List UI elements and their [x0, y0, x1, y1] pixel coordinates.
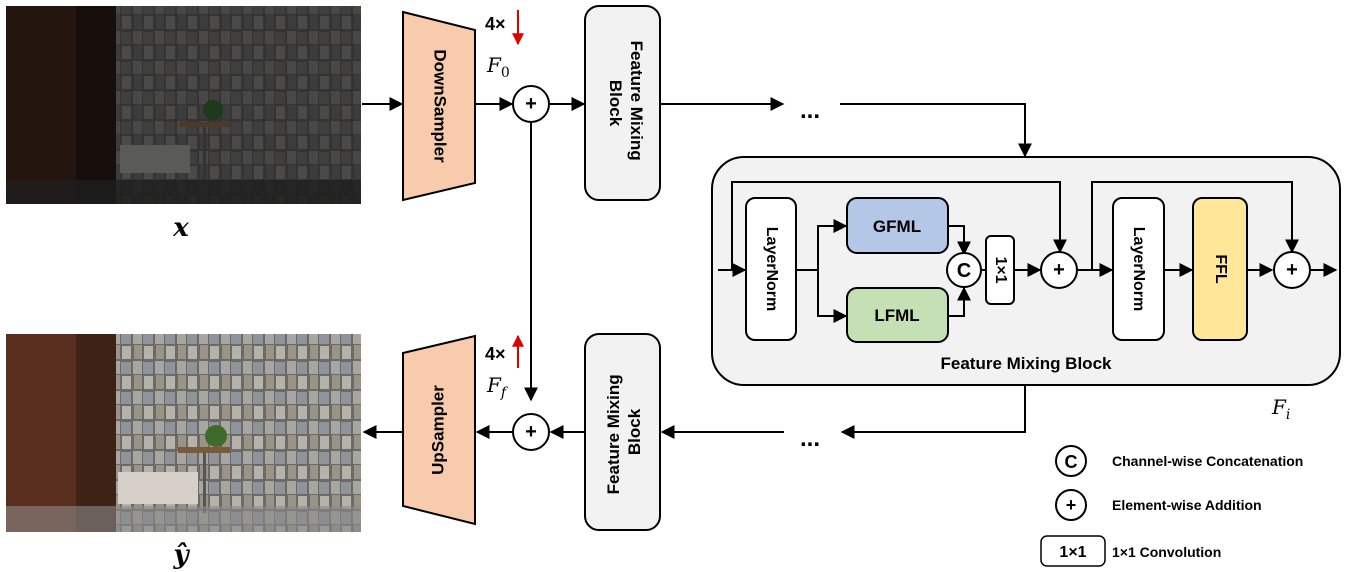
f0-label: F0 [486, 53, 510, 81]
layernorm-2-label: LayerNorm [1130, 227, 1147, 311]
bottom-add-node [512, 413, 550, 451]
legend-add-symbol: + [1066, 495, 1077, 515]
gfml-block [846, 197, 949, 254]
top-feature-mixing-block [584, 5, 661, 201]
concat-node [946, 252, 982, 288]
legend-concat-icon [1055, 445, 1087, 477]
lfml-block [846, 287, 949, 343]
arrow-lfml-to-concat [948, 286, 971, 317]
top-block-label: Feature Mixing Block [606, 41, 646, 166]
fmb-detail-title: Feature Mixing Block [941, 354, 1113, 373]
fmb-add-symbol-2: + [1286, 259, 1298, 281]
ff-label: Ff [486, 373, 509, 401]
bottom-add-symbol: + [525, 421, 537, 443]
input-label: x [172, 213, 189, 243]
legend: C Channel-wise Concatenation + Element-w… [1040, 445, 1303, 567]
arrow-gfml-to-concat [948, 225, 971, 256]
fmb-add-symbol-1: + [1053, 259, 1065, 281]
arrow-fmb-detail-to-ellipsis [840, 386, 1026, 439]
downsampler-label: DownSampler [431, 49, 450, 163]
conv-1x1-label: 1×1 [992, 256, 1009, 283]
upsampler [402, 334, 476, 526]
arrow-into-fmb-detail [840, 103, 1032, 158]
bottom-block-label: Feature Mixing Block [604, 370, 644, 495]
top-ellipsis: ... [800, 97, 820, 124]
legend-concat-symbol: C [1065, 452, 1078, 472]
legend-add-icon [1055, 489, 1087, 521]
down-scale-label: 4× [485, 14, 506, 34]
ffl-label: FFL [1212, 254, 1229, 284]
fmb-residual-2 [1091, 181, 1299, 270]
legend-conv-text: 1×1 Convolution [1112, 544, 1221, 560]
ffl-block [1192, 197, 1248, 341]
bottom-feature-mixing-block [584, 333, 661, 531]
legend-concat-text: Channel-wise Concatenation [1112, 453, 1303, 469]
conv-1x1-block [985, 235, 1015, 305]
layernorm-1-label: LayerNorm [763, 227, 780, 311]
output-image [6, 334, 361, 532]
legend-conv-symbol: 1×1 [1059, 544, 1086, 561]
up-scale-label: 4× [485, 344, 506, 364]
top-add-symbol: + [525, 93, 537, 115]
fmb-add-node-1 [1040, 251, 1078, 289]
layernorm-1 [745, 197, 797, 341]
output-label: ŷ [172, 540, 190, 570]
fi-label: Fi [1271, 395, 1290, 423]
arrow-to-gfml [817, 219, 848, 270]
bottom-ellipsis: ... [800, 425, 820, 452]
legend-conv-icon [1040, 535, 1106, 567]
fmb-add-node-2 [1273, 251, 1311, 289]
gfml-label: GFML [873, 217, 921, 236]
lfml-label: LFML [874, 306, 919, 325]
arrow-to-lfml [817, 270, 848, 323]
fmb-residual-1 [731, 181, 1067, 270]
layernorm-2 [1112, 197, 1165, 341]
downsampler [402, 10, 476, 202]
input-image [6, 6, 361, 204]
concat-symbol: C [957, 260, 971, 282]
legend-add-text: Element-wise Addition [1112, 497, 1262, 513]
upsampler-label: UpSampler [428, 385, 447, 475]
